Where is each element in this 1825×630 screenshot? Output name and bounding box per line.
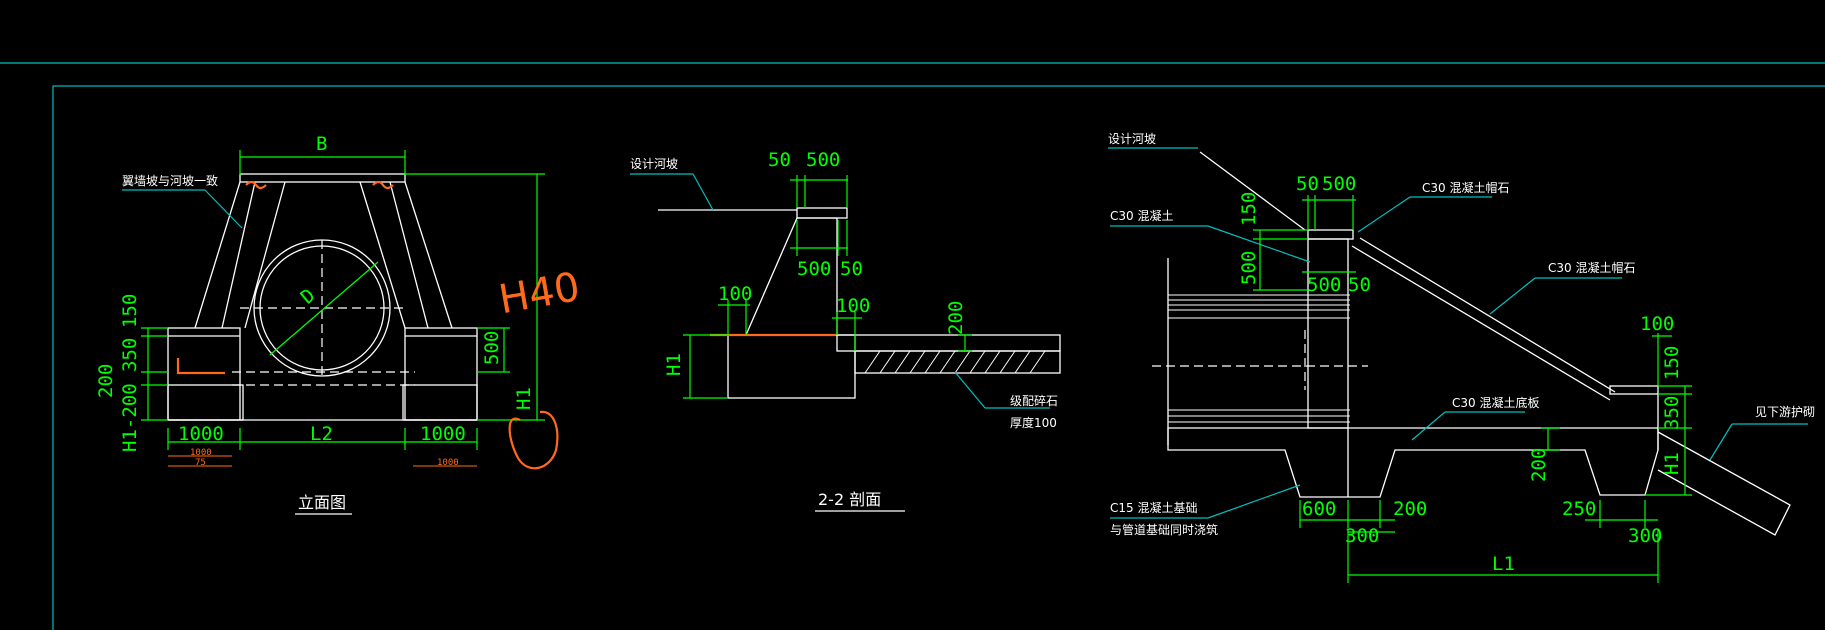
cap-right [1307, 229, 1354, 240]
left-base [167, 384, 244, 421]
dim-500v-r: 500 [1238, 251, 1260, 285]
note-cap-2: C30 混凝土帽石 [1548, 260, 1635, 275]
note-thickness: 厚度100 [1010, 415, 1057, 430]
dim-H1-200: H1-200 [119, 383, 141, 452]
dim-H1-elev: H1 [513, 387, 535, 410]
handwritten-H40: H40 [496, 264, 584, 323]
dim-100-right-22: 100 [836, 295, 870, 317]
dim-500b-r: 500 [1307, 274, 1341, 296]
dim-50-r: 50 [1296, 173, 1319, 195]
dim-350-left: 350 [119, 338, 141, 372]
cap-stone [796, 207, 848, 219]
dim-250-r: 250 [1562, 498, 1596, 520]
dim-1000-right: 1000 [420, 423, 466, 445]
dim-600-r: 600 [1302, 498, 1336, 520]
note-c15-a: C15 混凝土基础 [1110, 500, 1197, 515]
dim-H1-r: H1 [1661, 452, 1683, 475]
dim-500-elev: 500 [481, 331, 503, 365]
dim-150r: 150 [1661, 346, 1683, 380]
base-slab-right [1167, 427, 1659, 498]
note-wing-slope: 翼墙坡与河坡一致 [122, 174, 218, 188]
small-1000-a: 1000 [190, 448, 212, 458]
markup-note-l [245, 180, 267, 190]
wing-cap [239, 173, 406, 183]
dim-100-left-22: 100 [718, 283, 752, 305]
note-c30: C30 混凝土 [1110, 208, 1173, 223]
small-75: 75 [195, 458, 206, 468]
dim-300b-r: 300 [1628, 525, 1662, 547]
dim-1000-left: 1000 [178, 423, 224, 445]
right-section-view: 设计河坡 C30 混凝土 C30 混凝土帽石 C30 混凝土帽石 C30 混凝土… [1108, 132, 1815, 583]
dim-H1-22: H1 [663, 353, 685, 376]
section-2-2-view: 设计河坡 级配碎石 厚度100 50 500 500 50 100 100 20… [630, 149, 1061, 512]
dim-B: B [316, 133, 327, 155]
note-gravel: 级配碎石 [1010, 393, 1058, 408]
cap-lower-right [1609, 385, 1659, 395]
pipe-inner [259, 245, 385, 371]
wall-right [1307, 238, 1349, 429]
dim-300a-r: 300 [1345, 525, 1379, 547]
dim-50-mid-22: 50 [840, 258, 863, 280]
elevation-title: 立面图 [298, 493, 346, 512]
dim-500-mid-22: 500 [797, 258, 831, 280]
note-base-slab: C30 混凝土底板 [1452, 395, 1539, 410]
right-abutment [404, 327, 478, 421]
dim-200-22: 200 [945, 301, 967, 335]
dim-150-r: 150 [1238, 192, 1260, 226]
note-design-slope-r: 设计河坡 [1108, 132, 1156, 146]
dim-500-r: 500 [1322, 173, 1356, 195]
dim-D: D [297, 284, 320, 308]
dim-500-top-22: 500 [806, 149, 840, 171]
dim-200b-r: 200 [1393, 498, 1427, 520]
dim-200-left: 200 [95, 364, 117, 398]
elevation-view: D B 翼墙坡与河坡一致 150 350 200 H1-200 H1 500 [95, 133, 584, 515]
section22-title: 2-2 剖面 [818, 490, 881, 509]
note-design-slope-22: 设计河坡 [630, 157, 678, 171]
sec-foundation [727, 334, 856, 399]
dim-200-r: 200 [1528, 448, 1550, 482]
note-c15-b: 与管道基础同时浇筑 [1110, 522, 1218, 537]
dim-50b-r: 50 [1348, 274, 1371, 296]
drawing-frame [52, 85, 1825, 630]
note-downstream: 见下游护砌 [1755, 405, 1815, 419]
dim-100-r: 100 [1640, 313, 1674, 335]
dim-50-top-22: 50 [768, 149, 791, 171]
markup-L [176, 358, 225, 375]
markup-note-r [372, 180, 394, 190]
dim-150-left: 150 [119, 294, 141, 328]
downstream-protection [1657, 431, 1791, 536]
sec-slab [836, 334, 1061, 352]
dim-350r: 350 [1661, 396, 1683, 430]
small-1000-b: 1000 [437, 458, 459, 468]
sec-gravel [854, 350, 1061, 374]
dim-L2: L2 [310, 423, 333, 445]
right-base [402, 384, 478, 421]
markup-scribble [508, 410, 559, 470]
dim-L1-r: L1 [1492, 553, 1515, 575]
note-cap-1: C30 混凝土帽石 [1422, 180, 1509, 195]
